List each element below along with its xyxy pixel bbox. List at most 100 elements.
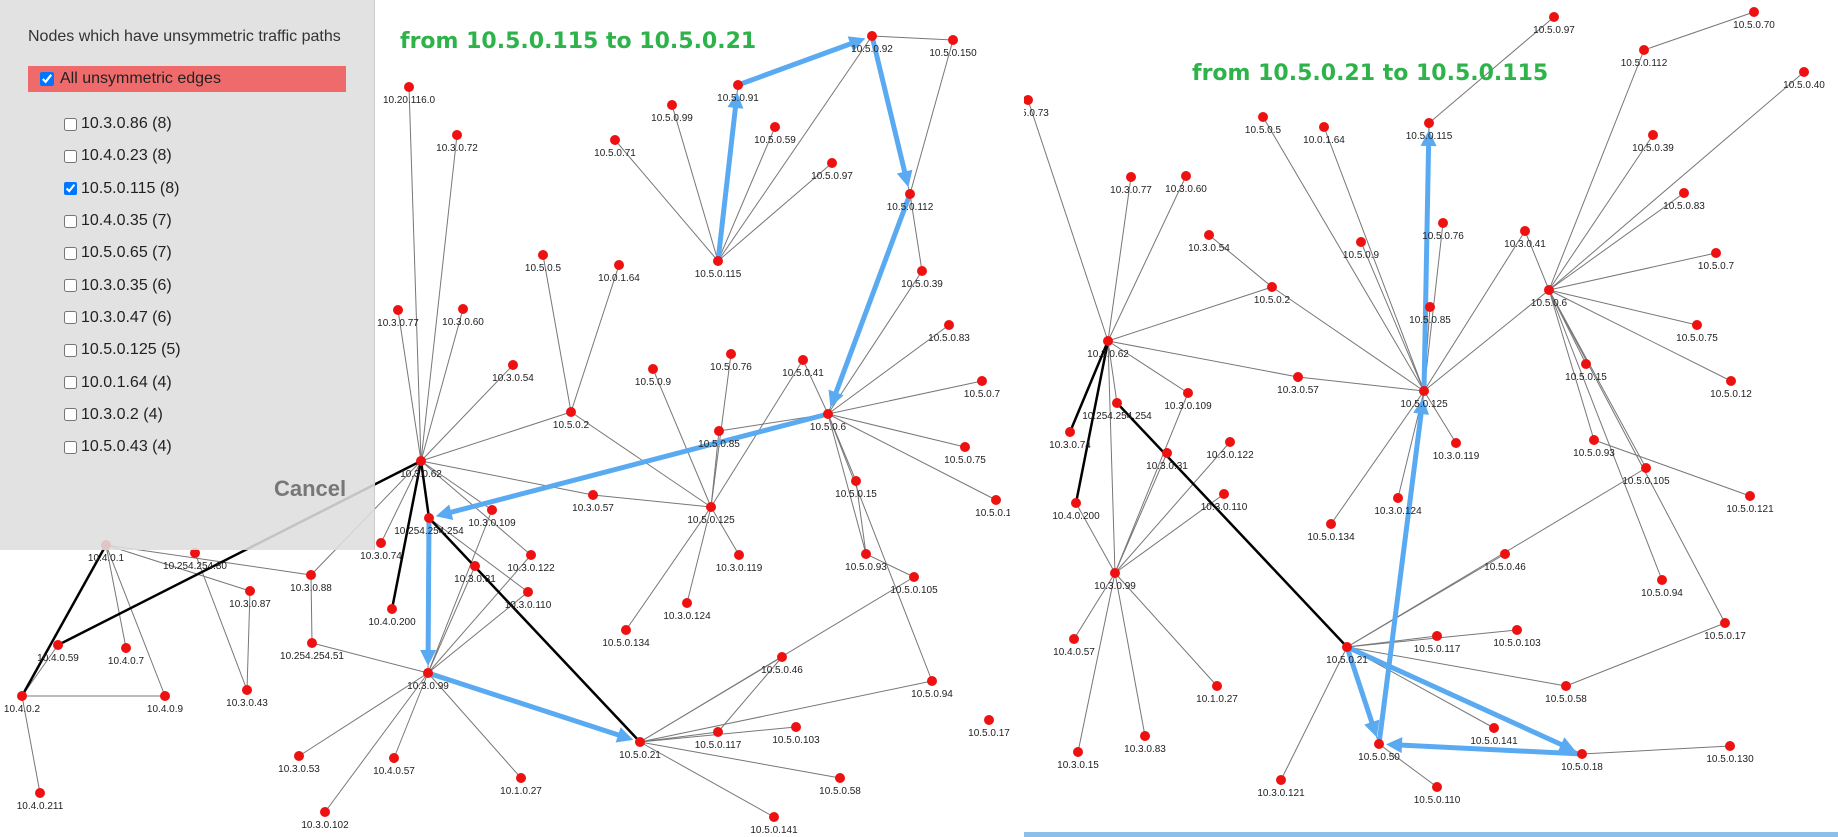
- graph-edge: [1581, 745, 1731, 755]
- graph-node: [320, 807, 330, 817]
- graph-node: [667, 100, 677, 110]
- node-label: 10.3.0.57: [572, 503, 614, 514]
- node-filter-item[interactable]: 10.5.0.115 (8): [64, 173, 181, 205]
- cancel-button[interactable]: Cancel: [274, 476, 347, 501]
- right-graph-pane[interactable]: 10.5.0.9710.5.0.7010.5.0.11210.5.0.4010.…: [1024, 0, 1838, 837]
- graph-node: [1577, 749, 1587, 759]
- node-filter-item[interactable]: 10.5.0.65 (7): [64, 237, 181, 269]
- node-filter-checkbox[interactable]: [64, 149, 77, 163]
- graph-node: [1720, 618, 1730, 628]
- node-label: 10.3.0.54: [492, 373, 534, 384]
- graph-edge: [1107, 340, 1116, 574]
- node-filter-checkbox[interactable]: [64, 440, 77, 454]
- unsymmetric-edge: [390, 460, 423, 610]
- node-filter-item[interactable]: 10.3.0.86 (8): [64, 108, 181, 140]
- all-unsymmetric-edges-checkbox[interactable]: [40, 72, 54, 86]
- node-label: 10.3.0.54: [1188, 243, 1230, 254]
- graph-node: [1225, 437, 1235, 447]
- graph-node: [1267, 282, 1277, 292]
- graph-node: [588, 490, 598, 500]
- node-filter-checkbox[interactable]: [64, 182, 77, 196]
- traffic-path-arrowhead: [727, 91, 744, 109]
- node-filter-item[interactable]: 10.0.1.64 (4): [64, 366, 181, 398]
- node-label: 10.3.0.74: [1049, 440, 1091, 451]
- graph-edge: [1548, 289, 1732, 382]
- node-filter-checkbox[interactable]: [64, 376, 77, 390]
- traffic-path-arrowhead: [1557, 737, 1576, 752]
- node-label: 10.5.0.134: [602, 638, 650, 649]
- graph-edge: [625, 506, 712, 631]
- node-filter-checkbox[interactable]: [64, 279, 77, 293]
- graph-node: [1657, 575, 1667, 585]
- node-filter-checkbox[interactable]: [64, 311, 77, 325]
- node-filter-item[interactable]: 10.4.0.35 (7): [64, 205, 181, 237]
- right-network-graph[interactable]: 10.5.0.9710.5.0.7010.5.0.11210.5.0.4010.…: [1024, 0, 1838, 837]
- node-label: 10.4.0.200: [368, 617, 416, 628]
- node-filter-item[interactable]: 10.4.0.23 (8): [64, 140, 181, 172]
- node-label: 10.3.0.121: [1257, 788, 1305, 799]
- unsymmetric-edge: [1116, 402, 1348, 648]
- graph-edge: [1548, 192, 1685, 291]
- graph-edge: [1548, 49, 1645, 291]
- graph-node: [610, 135, 620, 145]
- node-label: 10.3.0.31: [1146, 461, 1188, 472]
- graph-node: [1424, 118, 1434, 128]
- graph-node: [1500, 549, 1510, 559]
- node-label: 10.3.0.87: [229, 599, 271, 610]
- node-label: 10.5.0.50: [1358, 752, 1400, 763]
- graph-edge: [1297, 376, 1425, 392]
- node-label: 10.5.0.5: [1245, 125, 1282, 136]
- graph-edge: [827, 324, 950, 415]
- node-label: 10.5.0.91: [717, 93, 759, 104]
- node-filter-item[interactable]: 10.5.0.43 (4): [64, 431, 181, 463]
- unsymmetric-edge: [428, 517, 641, 743]
- graph-edge: [1346, 646, 1567, 687]
- node-filter-label: 10.3.0.86 (8): [81, 115, 172, 133]
- node-label: 10.5.0.39: [1632, 143, 1674, 154]
- node-label: 10.5.0.15: [1565, 372, 1607, 383]
- graph-node: [1140, 731, 1150, 741]
- graph-edge: [827, 413, 867, 555]
- graph-edge: [420, 411, 572, 462]
- node-label: 10.4.0.57: [373, 766, 415, 777]
- node-label: 10.254.254.51: [280, 651, 344, 662]
- node-filter-item[interactable]: 10.3.0.35 (6): [64, 269, 181, 301]
- node-label: 10.5.0.58: [1545, 694, 1587, 705]
- node-filter-checkbox[interactable]: [64, 117, 77, 131]
- node-label: 10.5.0.76: [1422, 231, 1464, 242]
- node-label: 10.5.0.94: [911, 689, 953, 700]
- node-label: 10.5.0.71: [594, 148, 636, 159]
- node-filter-item[interactable]: 10.5.0.125 (5): [64, 334, 181, 366]
- traffic-path-edge: [1421, 137, 1432, 392]
- graph-edge: [194, 552, 248, 691]
- node-label: 10.5.0.12: [1710, 389, 1752, 400]
- graph-edge: [1548, 289, 1595, 441]
- node-filter-item[interactable]: 10.3.0.47 (6): [64, 302, 181, 334]
- graph-edge: [1423, 289, 1550, 392]
- graph-node: [523, 587, 533, 597]
- graph-node: [1162, 448, 1172, 458]
- graph-node: [1071, 498, 1081, 508]
- node-label: 10.5.0.7: [1698, 261, 1735, 272]
- node-label: 10.5.0.97: [811, 171, 853, 182]
- node-filter-checkbox[interactable]: [64, 214, 77, 228]
- node-label: 10.3.0.60: [1165, 184, 1207, 195]
- node-filter-checkbox[interactable]: [64, 246, 77, 260]
- node-label: 10.5.0.17: [1704, 631, 1746, 642]
- node-filter-list: 10.3.0.86 (8) 10.4.0.23 (8)10.5.0.115 (8)…: [64, 108, 181, 463]
- node-filter-item[interactable]: 10.3.0.2 (4): [64, 399, 181, 431]
- traffic-path-arrowhead: [1413, 397, 1430, 415]
- graph-node: [1648, 130, 1658, 140]
- node-label: 10.3.0.110: [505, 600, 552, 611]
- graph-edge: [420, 460, 493, 511]
- graph-edge: [865, 553, 915, 578]
- node-filter-checkbox[interactable]: [64, 343, 77, 357]
- node-filter-checkbox[interactable]: [64, 408, 77, 422]
- node-label: 10.5.0.40: [1783, 80, 1825, 91]
- graph-node: [1110, 568, 1120, 578]
- graph-edge: [420, 364, 514, 462]
- graph-edge: [686, 506, 712, 604]
- graph-node: [1799, 67, 1809, 77]
- all-unsymmetric-edges-option[interactable]: All unsymmetric edges: [28, 66, 346, 92]
